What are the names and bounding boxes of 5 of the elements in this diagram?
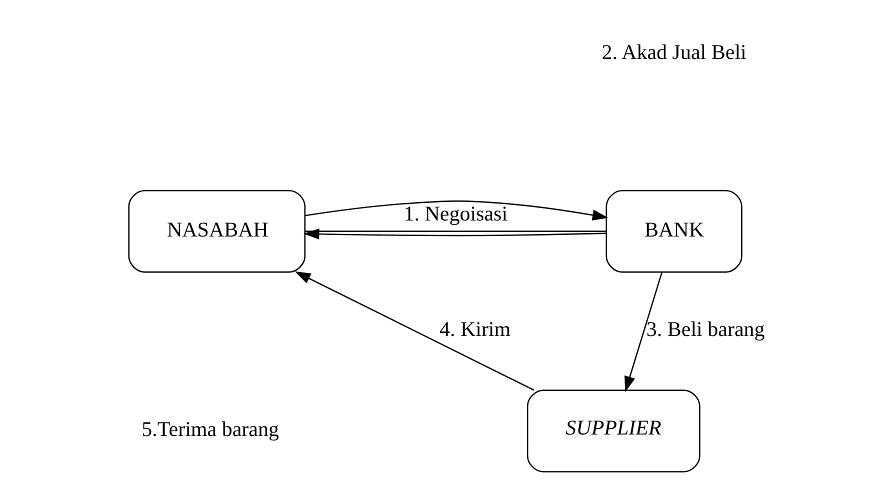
label: 5.Terima barang	[141, 417, 278, 442]
edge-label: 1. Negoisasi	[403, 202, 508, 226]
label: 2. Akad Jual Beli	[601, 40, 746, 64]
edge-label: 3. Beli barang	[646, 317, 764, 342]
edge-label: 4. Kirim	[438, 317, 510, 342]
